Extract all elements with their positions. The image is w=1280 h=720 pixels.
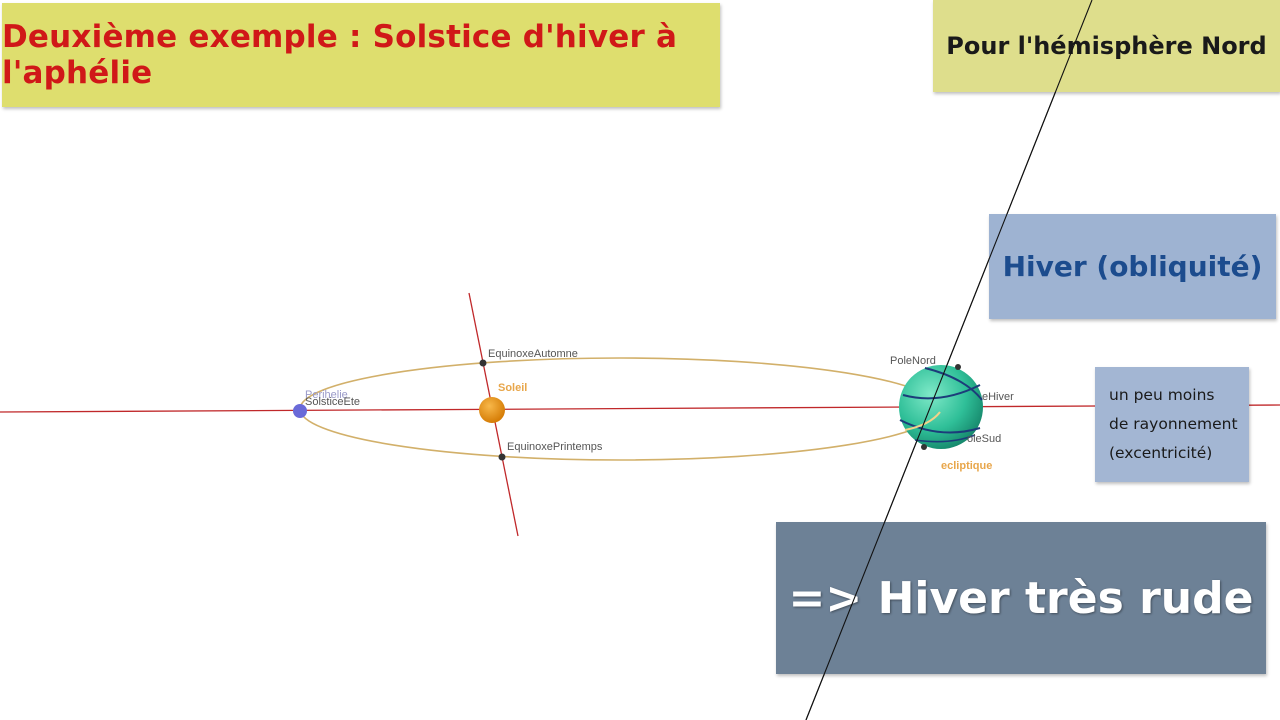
sun (479, 397, 505, 423)
label-perihelie: Perihelie (305, 389, 348, 401)
label-pole-nord: PoleNord (890, 355, 936, 367)
conclusion-box: => Hiver très rude (776, 522, 1266, 674)
label-soleil: Soleil (498, 382, 527, 394)
title-box: Deuxième exemple : Solstice d'hiver à l'… (2, 3, 720, 107)
conclusion-label: => Hiver très rude (788, 572, 1254, 624)
label-pole-sud: oleSud (967, 433, 1001, 445)
eccentricity-box: un peu moins de rayonnement (excentricit… (1095, 367, 1249, 482)
ecliptic-line (0, 404, 1280, 413)
hemisphere-label: Pour l'hémisphère Nord (946, 32, 1267, 60)
obliquity-box: Hiver (obliquité) (989, 214, 1276, 319)
page-title: Deuxième exemple : Solstice d'hiver à l'… (2, 19, 678, 91)
equinoxe-printemps-point (498, 453, 506, 461)
equinoxe-automne-point (479, 359, 487, 367)
label-equinoxe-automne: EquinoxeAutomne (488, 348, 578, 360)
obliquity-label: Hiver (obliquité) (1002, 250, 1263, 283)
label-equinoxe-printemps: EquinoxePrintemps (507, 441, 603, 453)
eccentricity-line-1: un peu moins (1109, 386, 1215, 404)
eccentricity-line-3: (excentricité) (1109, 444, 1213, 462)
perihelie-point (293, 404, 307, 418)
eccentricity-line-2: de rayonnement (1109, 415, 1238, 433)
hemisphere-box: Pour l'hémisphère Nord (933, 0, 1280, 92)
label-solstice-ete: SolsticeEte (305, 396, 360, 408)
label-solstice-hiver: eHiver (982, 391, 1014, 403)
label-ecliptique: ecliptique (941, 460, 992, 472)
